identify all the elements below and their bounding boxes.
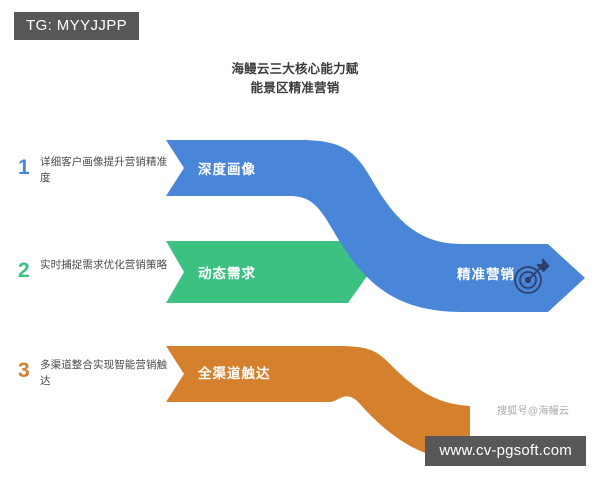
flow-band-orange (166, 346, 470, 462)
flow-band-label-blue: 深度画像 (198, 162, 256, 177)
flow-band-label-green: 动态需求 (198, 266, 256, 281)
chart-title: 海鳗云三大核心能力赋 能景区精准营销 (195, 60, 395, 99)
legend-number-1: 1 (18, 156, 30, 179)
legend-item-1: 1 详细客户画像提升营销精准度 (18, 155, 173, 187)
legend-text-1: 详细客户画像提升营销精准度 (40, 156, 168, 184)
flow-band-label-orange: 全渠道触达 (198, 366, 271, 381)
url-watermark-badge: www.cv-pgsoft.com (425, 436, 586, 466)
legend-item-2: 2 实时捕捉需求优化营销策略 (18, 258, 173, 281)
tg-watermark-badge: TG: MYYJJPP (14, 12, 140, 40)
chart-title-line-2: 能景区精准营销 (250, 81, 340, 96)
target-dart-icon (514, 258, 550, 294)
flow-result-label: 精准营销 (457, 267, 515, 282)
legend-number-3: 3 (18, 359, 30, 382)
chart-title-line-1: 海鳗云三大核心能力赋 (231, 62, 359, 76)
flow-band-green (166, 241, 370, 303)
flow-band-blue (166, 140, 585, 312)
legend-number-2: 2 (18, 259, 30, 282)
legend-text-3: 多渠道整合实现智能营销触达 (40, 359, 168, 387)
legend-text-2: 实时捕捉需求优化营销策略 (40, 259, 168, 271)
source-watermark: 搜狐号@海鳗云 (497, 406, 570, 417)
legend-item-3: 3 多渠道整合实现智能营销触达 (18, 358, 173, 390)
